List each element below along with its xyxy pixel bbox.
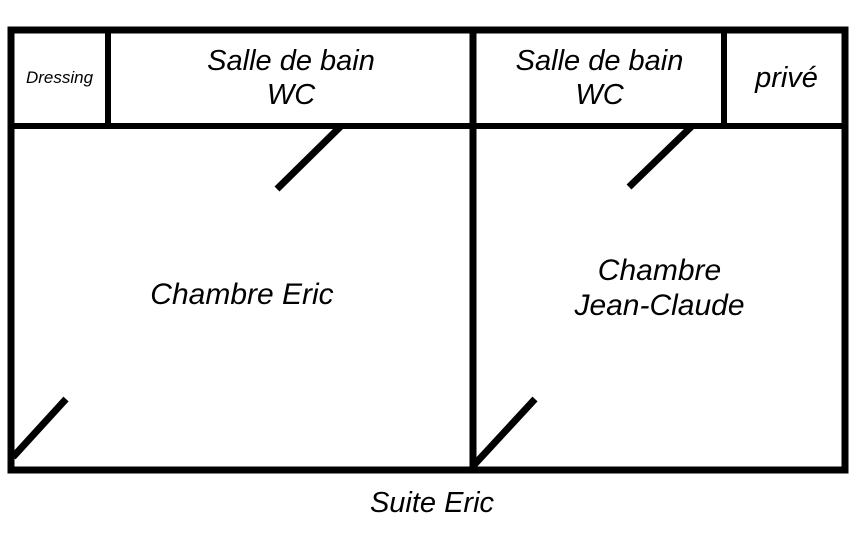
door-swing-chambre-eric (10, 396, 69, 460)
door-swing-salle-de-bain-right (626, 123, 695, 190)
door-swing-chambre-jean-claude (471, 396, 538, 468)
plan-caption: Suite Eric (369, 487, 495, 519)
outer-wall-perimeter (7, 26, 849, 474)
door-swing-salle-de-bain-left (274, 123, 344, 192)
